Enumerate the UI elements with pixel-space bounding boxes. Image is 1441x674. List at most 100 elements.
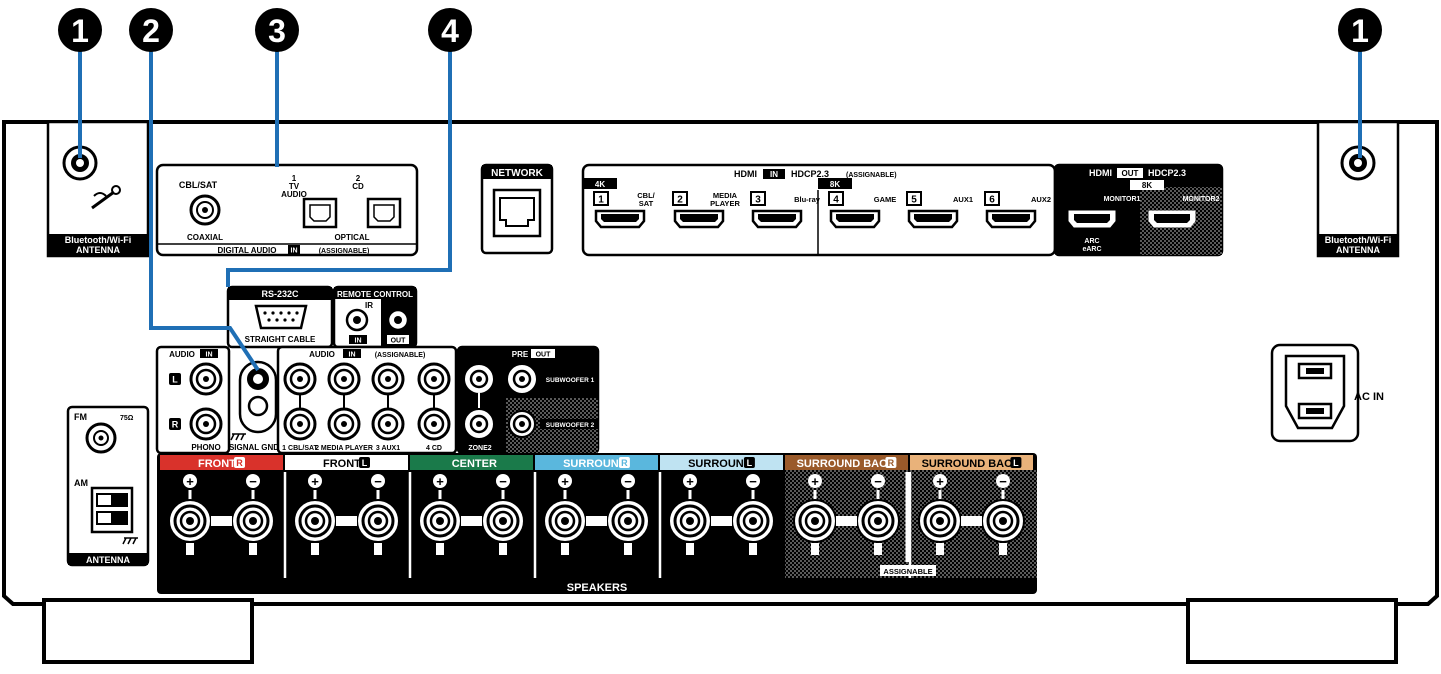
- speaker-side-badge: L: [362, 458, 368, 468]
- hdmi-port-number: 6: [989, 195, 995, 206]
- network-port: NETWORK: [480, 163, 554, 255]
- antenna-left-line1: Bluetooth/Wi-Fi: [65, 235, 131, 245]
- hdmi-port-label: MEDIA: [713, 191, 738, 200]
- terminal-minus-sign: −: [374, 474, 382, 489]
- left-foot: [42, 598, 254, 664]
- speaker-side-badge: R: [888, 458, 895, 468]
- phono-in-badge: IN: [206, 352, 213, 359]
- right-foot: [1186, 598, 1398, 664]
- digital-assignable: (ASSIGNABLE): [319, 248, 370, 255]
- speaker-channel-3: CENTER +−: [408, 455, 533, 578]
- subwoofer1-label: SUBWOOFER 1: [546, 377, 595, 384]
- audio-in-label: 3 AUX1: [376, 445, 400, 452]
- terminal-minus-sign: −: [624, 474, 632, 489]
- speaker-side-badge: R: [236, 458, 243, 468]
- rs232c-port: RS-232C STRAIGHT CABLE: [226, 285, 334, 349]
- speaker-channel-name: SURROUND BACK: [922, 458, 1020, 470]
- speakers-label: SPEAKERS: [567, 582, 628, 594]
- hdmi-port-label: GAME: [874, 195, 897, 204]
- digital-audio-label: DIGITAL AUDIO: [218, 246, 277, 255]
- callout-number: 3: [268, 13, 286, 49]
- fm-am-antenna-panel: FM 75Ω AM ANTENNA: [66, 405, 150, 567]
- audio-in-jack-pair-2: 2 MEDIA PLAYER: [315, 362, 373, 452]
- phono-jack-l: [189, 362, 223, 396]
- antenna-right-line1: Bluetooth/Wi-Fi: [1325, 235, 1391, 245]
- hdmi-port-label: AUX2: [1031, 195, 1051, 204]
- hdmi-in-port-1: 1 CBL/SAT: [593, 191, 656, 229]
- digital-in1-audio: AUDIO: [281, 190, 307, 199]
- audio-in-label: 1 CBL/SAT: [282, 445, 318, 452]
- digital-in1-num: 1: [292, 174, 297, 183]
- digital-in1-tv: TV: [289, 182, 300, 191]
- optical-jack-1: [302, 197, 338, 229]
- speaker-channel-name: SURROUND: [688, 458, 752, 470]
- hdmi-port-number: 2: [677, 195, 683, 206]
- phono-r: R: [172, 420, 179, 430]
- speaker-terminal-plus: +: [918, 474, 962, 555]
- am-terminal: [90, 486, 134, 534]
- phono-audio-title: AUDIO: [169, 350, 195, 359]
- hdmi-in-title: HDMI: [734, 169, 757, 179]
- hdmi-out-panel: HDMI OUT HDCP2.3 8K MONITOR1 MONITOR2 AR…: [1053, 163, 1224, 257]
- speaker-terminal-minus: −: [481, 474, 525, 555]
- callout-number: 4: [441, 13, 459, 49]
- speaker-terminal-plus: +: [418, 474, 462, 555]
- hdmi-port-label: PLAYER: [710, 199, 740, 208]
- callout-number: 2: [142, 13, 160, 49]
- hdmi-port-label: CBL/: [637, 191, 655, 200]
- terminal-minus-sign: −: [999, 474, 1007, 489]
- audio-phono-panel: AUDIO IN L R PHONO: [155, 345, 231, 455]
- speaker-terminal-minus: −: [981, 474, 1025, 555]
- hdmi-in-badge: IN: [770, 170, 778, 179]
- speaker-channel-name: CENTER: [452, 458, 497, 470]
- hdmi-out-hdcp: HDCP2.3: [1148, 168, 1186, 178]
- monitor2-label: MONITOR2: [1183, 196, 1220, 203]
- hdmi-port-label: Blu-ray: [794, 195, 821, 204]
- signal-gnd-label: SIGNAL GND: [229, 443, 279, 452]
- terminal-plus-sign: +: [811, 474, 819, 489]
- callout-marker-2: 2: [129, 8, 173, 52]
- earc-label: eARC: [1082, 246, 1101, 253]
- hdmi-in-hdcp: HDCP2.3: [791, 169, 829, 179]
- digital-in-badge: IN: [291, 248, 298, 255]
- digital-in2-cd: CD: [352, 182, 364, 191]
- speaker-terminal-plus: +: [668, 474, 712, 555]
- subwoofer2-jack: [508, 410, 536, 438]
- callout-number: 1: [71, 13, 89, 49]
- speaker-terminal-plus: +: [543, 474, 587, 555]
- pre-out-panel: PRE OUT ZONE2 SUBWOOFER 1 SUBWOOFER 2: [456, 345, 600, 455]
- audio-in-assignable: (ASSIGNABLE): [375, 352, 426, 359]
- hdmi-port-label: SAT: [639, 199, 654, 208]
- speaker-terminal-plus: +: [793, 474, 837, 555]
- hdmi-port-number: 1: [598, 195, 604, 206]
- audio-in-label: 2 MEDIA PLAYER: [315, 445, 373, 452]
- terminal-plus-sign: +: [561, 474, 569, 489]
- audio-in-jack-pair-1: 1 CBL/SAT: [282, 362, 319, 452]
- ground-icon: [230, 433, 246, 441]
- audio-in-title: AUDIO: [309, 350, 335, 359]
- speaker-channel-name: SURROUND BACK: [797, 458, 895, 470]
- zone2-label: ZONE2: [468, 445, 491, 452]
- remote-out: OUT: [391, 338, 407, 345]
- zone2-jack-1: [465, 365, 493, 393]
- speaker-terminal-minus: −: [856, 474, 900, 555]
- audio-in-badge: IN: [349, 352, 356, 359]
- straight-cable-label: STRAIGHT CABLE: [245, 335, 316, 344]
- coaxial-label: COAXIAL: [187, 233, 223, 242]
- network-label: NETWORK: [491, 168, 543, 179]
- audio-in-label: 4 CD: [426, 445, 442, 452]
- hdmi-4k-label: 4K: [595, 180, 605, 189]
- optical-jack-2: [366, 197, 402, 229]
- phono-l: L: [172, 375, 178, 385]
- callout-marker-3: 3: [255, 8, 299, 52]
